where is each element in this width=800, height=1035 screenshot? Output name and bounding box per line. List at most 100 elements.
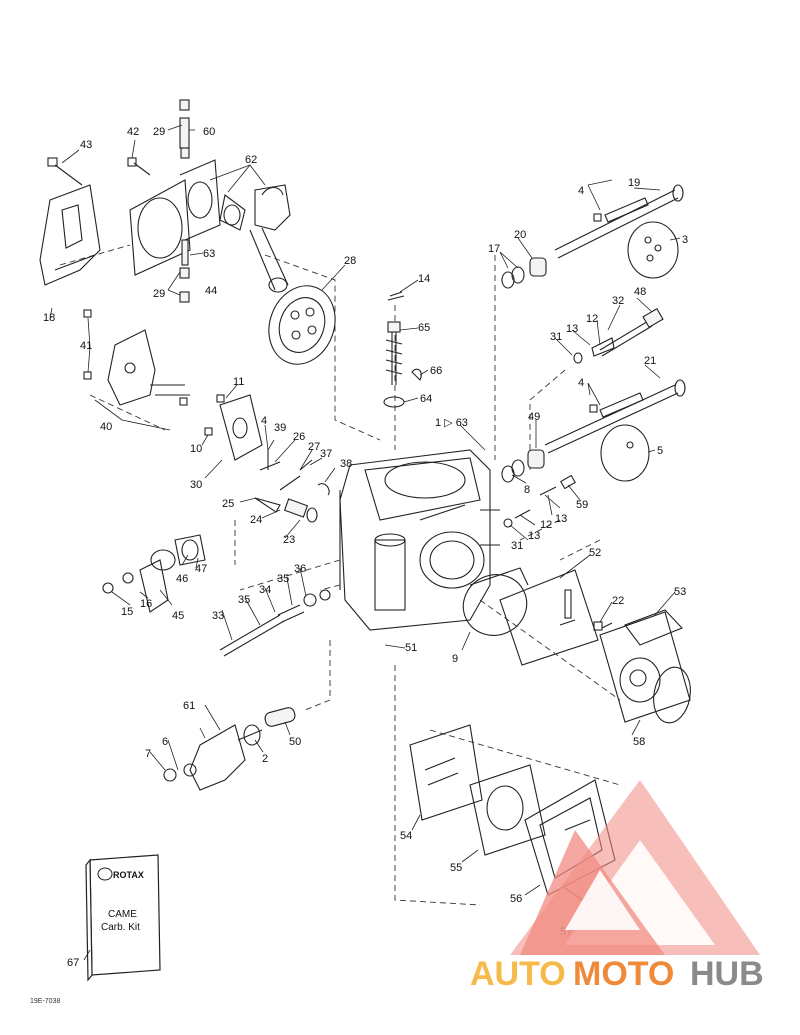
kit-text: ROTAX CAME Carb. Kit <box>101 870 144 933</box>
part-label: 55 <box>450 862 462 874</box>
part-label: 3 <box>682 234 688 246</box>
screw-65 <box>383 291 422 408</box>
part-label: 65 <box>418 322 430 334</box>
part-label: 51 <box>405 642 417 654</box>
plate-30 <box>204 394 263 461</box>
watermark-hub: HUB <box>690 955 764 993</box>
part-label: 4 <box>578 377 584 389</box>
part-label: 4 <box>578 185 584 197</box>
part-label: 63 <box>203 248 215 260</box>
part-label: 5 <box>657 445 663 457</box>
seal-58 <box>653 666 691 724</box>
screw-42 <box>127 157 151 176</box>
part-label: 53 <box>674 586 686 598</box>
part-label: 10 <box>190 443 202 455</box>
needle-parts <box>254 450 330 523</box>
bracket-18 <box>39 184 101 286</box>
part-label: 31 <box>550 331 562 343</box>
screw-43 <box>47 157 83 186</box>
part-label: 29 <box>153 126 165 138</box>
part-label: 18 <box>43 312 55 324</box>
plate-62 <box>129 159 246 276</box>
plate-54 <box>409 724 483 821</box>
part-label: 13 <box>528 530 540 542</box>
part-label: 16 <box>140 598 152 610</box>
part-label: 33 <box>212 610 224 622</box>
part-label: 1 ▷ 63 <box>435 417 468 429</box>
part-label: 27 <box>308 441 320 453</box>
part-label: 13 <box>566 323 578 335</box>
part-label: 41 <box>80 340 92 352</box>
carb-kit-67 <box>85 854 161 982</box>
diaphragm-28 <box>268 285 336 365</box>
part-label: 25 <box>222 498 234 510</box>
part-label: 4 <box>261 415 267 427</box>
part-label: 64 <box>420 393 432 405</box>
cover-40 <box>107 329 190 406</box>
seal-49 <box>501 449 545 483</box>
carburetor-body <box>339 449 500 631</box>
part-label: 66 <box>430 365 442 377</box>
part-label: 32 <box>612 295 624 307</box>
part-label: 15 <box>121 606 133 618</box>
part-label: 54 <box>400 830 412 842</box>
part-label: 31 <box>511 540 523 552</box>
kit-brand: ROTAX <box>113 870 144 880</box>
part-label: 62 <box>245 154 257 166</box>
part-label: 35 <box>277 573 289 585</box>
part-label: 11 <box>233 376 244 388</box>
part-label: 21 <box>644 355 656 367</box>
part-label: 47 <box>195 563 207 575</box>
part-label: 19 <box>628 177 640 189</box>
part-label: 7 <box>145 748 151 760</box>
kit-line2: Carb. Kit <box>101 922 140 933</box>
small-jets <box>503 474 576 528</box>
part-label: 35 <box>238 594 250 606</box>
screw-41 <box>83 309 188 406</box>
lever-45 <box>102 534 206 613</box>
part-label: 38 <box>340 458 352 470</box>
drawing-code: 19E-7038 <box>30 998 60 1005</box>
part-label: 30 <box>190 479 202 491</box>
part-label: 58 <box>633 736 645 748</box>
part-label: 20 <box>514 229 526 241</box>
needle-48 <box>573 308 664 364</box>
part-label: 13 <box>555 513 567 525</box>
lever-2 <box>163 707 296 791</box>
part-label: 12 <box>586 313 598 325</box>
part-label: 50 <box>289 736 301 748</box>
part-label: 34 <box>259 584 271 596</box>
part-label: 24 <box>250 514 262 526</box>
throttle-shaft-19 <box>554 184 684 279</box>
part-labels: 43 42 29 60 62 63 29 44 18 28 14 65 66 6… <box>43 126 688 969</box>
watermark-moto: MOTO <box>573 955 674 993</box>
part-label: 49 <box>528 411 540 423</box>
part-label: 45 <box>172 610 184 622</box>
part-label: 42 <box>127 126 139 138</box>
part-label: 8 <box>524 484 530 496</box>
part-label: 37 <box>320 448 332 460</box>
part-label: 44 <box>205 285 217 297</box>
part-label: 28 <box>344 255 356 267</box>
kit-line1: CAME <box>108 909 137 920</box>
part-label: 40 <box>100 421 112 433</box>
part-label: 61 <box>183 700 195 712</box>
part-label: 39 <box>274 422 286 434</box>
part-label: 60 <box>203 126 215 138</box>
part-label: 52 <box>589 547 601 559</box>
throttle-lever-62 <box>249 184 291 293</box>
part-label: 36 <box>294 563 306 575</box>
watermark-logo: AUTO MOTO HUB <box>470 780 764 993</box>
needle-33 <box>219 589 331 657</box>
gasket-9 <box>462 567 529 636</box>
part-label: 29 <box>153 288 165 300</box>
choke-shaft-21 <box>544 379 686 482</box>
part-label: 2 <box>262 753 268 765</box>
watermark-auto: AUTO <box>470 955 566 993</box>
leader-lines <box>49 124 681 961</box>
part-label: 14 <box>418 273 430 285</box>
pin-60 <box>179 99 190 303</box>
part-label: 6 <box>162 736 168 748</box>
part-label: 17 <box>488 243 500 255</box>
part-label: 26 <box>293 431 305 443</box>
